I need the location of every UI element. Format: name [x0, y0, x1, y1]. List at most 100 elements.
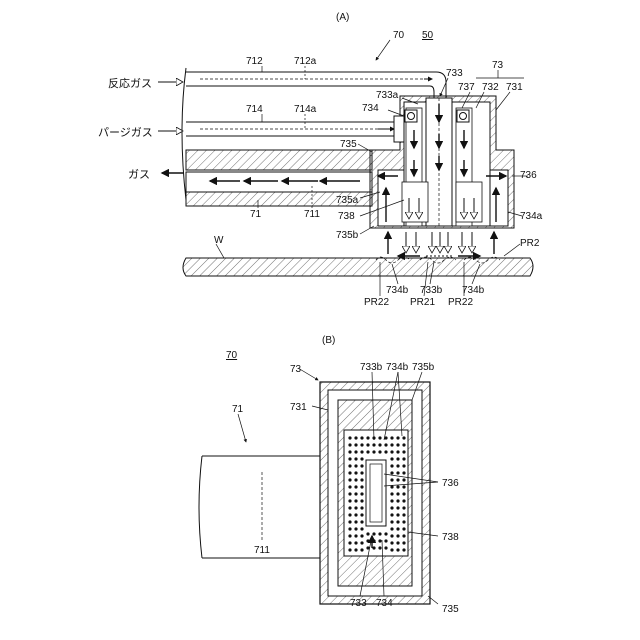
- hole: [348, 443, 351, 446]
- ref-714a: 714a: [294, 104, 317, 115]
- hole: [402, 471, 405, 474]
- hole: [360, 443, 363, 446]
- hole: [360, 450, 363, 453]
- panel-label-b: (B): [322, 335, 335, 346]
- hole: [360, 520, 363, 523]
- hole: [396, 513, 399, 516]
- hole: [354, 471, 357, 474]
- head-top-view: [320, 382, 430, 604]
- ref-73-a: 73: [492, 60, 504, 71]
- hole: [354, 436, 357, 439]
- ref-738-a: 738: [338, 211, 355, 222]
- hole: [348, 471, 351, 474]
- hole: [348, 534, 351, 537]
- hole: [402, 548, 405, 551]
- hole: [360, 436, 363, 439]
- hole: [354, 464, 357, 467]
- hole: [360, 527, 363, 530]
- hole: [396, 541, 399, 544]
- exhaust-pipe-top-view: [199, 456, 320, 558]
- hole: [354, 513, 357, 516]
- hole: [390, 492, 393, 495]
- hole: [360, 457, 363, 460]
- hole: [390, 450, 393, 453]
- hole: [378, 443, 381, 446]
- hole: [390, 436, 393, 439]
- ref-735a: 735a: [336, 195, 359, 206]
- hole: [354, 457, 357, 460]
- hole: [360, 492, 363, 495]
- hole: [402, 527, 405, 530]
- ref-735b-b: 735b: [412, 362, 435, 373]
- ref-735b-a: 735b: [336, 230, 359, 241]
- hole: [360, 513, 363, 516]
- hole: [390, 485, 393, 488]
- hole: [384, 546, 387, 549]
- ref-w: W: [214, 235, 224, 246]
- hole: [390, 534, 393, 537]
- ref-711-a: 711: [304, 209, 320, 220]
- ref-734b-2: 734b: [462, 285, 485, 296]
- hole: [390, 527, 393, 530]
- hole: [390, 513, 393, 516]
- ref-pr2: PR2: [520, 238, 540, 249]
- ref-738-b: 738: [442, 532, 459, 543]
- figure-b: (B) 70: [199, 335, 459, 615]
- hole: [378, 546, 381, 549]
- ref-70-a: 70: [393, 30, 405, 41]
- ref-70-b: 70: [226, 350, 238, 361]
- hole: [396, 436, 399, 439]
- hole: [360, 485, 363, 488]
- hole: [354, 492, 357, 495]
- substrate-flow-arrows: [388, 232, 494, 256]
- hole: [396, 492, 399, 495]
- ref-714: 714: [246, 104, 263, 115]
- hole: [402, 541, 405, 544]
- hole: [354, 548, 357, 551]
- hole: [402, 457, 405, 460]
- hole: [354, 450, 357, 453]
- ref-736-a: 736: [520, 170, 537, 181]
- hole: [378, 532, 381, 535]
- hole: [354, 506, 357, 509]
- hole: [348, 499, 351, 502]
- ref-733-b: 733: [350, 598, 367, 609]
- hole: [348, 527, 351, 530]
- hole: [366, 436, 369, 439]
- hole: [348, 485, 351, 488]
- hole: [396, 464, 399, 467]
- hole: [366, 532, 369, 535]
- hole: [384, 532, 387, 535]
- hole: [348, 513, 351, 516]
- hole: [360, 541, 363, 544]
- hole: [390, 541, 393, 544]
- hole: [354, 485, 357, 488]
- reaction-gas-label: 反応ガス: [108, 76, 152, 90]
- ref-73-b: 73: [290, 364, 302, 375]
- hole: [372, 532, 375, 535]
- hole: [366, 443, 369, 446]
- ref-71-b: 71: [232, 404, 244, 415]
- purge-gas-label: パージガス: [98, 126, 153, 139]
- hole: [384, 450, 387, 453]
- hole: [348, 457, 351, 460]
- hole: [396, 506, 399, 509]
- hole: [354, 499, 357, 502]
- gas-head: [370, 96, 514, 228]
- hole: [390, 471, 393, 474]
- ref-711-b: 711: [254, 545, 270, 556]
- hole: [348, 450, 351, 453]
- hole: [348, 478, 351, 481]
- ref-pr22-2: PR22: [448, 297, 473, 308]
- ref-733b-a: 733b: [420, 285, 443, 296]
- hole: [396, 478, 399, 481]
- hole: [396, 471, 399, 474]
- hole: [396, 457, 399, 460]
- hole: [390, 443, 393, 446]
- substrate-w: [183, 244, 533, 276]
- panel-label-a: (A): [336, 12, 349, 23]
- hole: [378, 450, 381, 453]
- ref-735-a: 735: [340, 139, 357, 150]
- hole: [390, 499, 393, 502]
- hole: [396, 485, 399, 488]
